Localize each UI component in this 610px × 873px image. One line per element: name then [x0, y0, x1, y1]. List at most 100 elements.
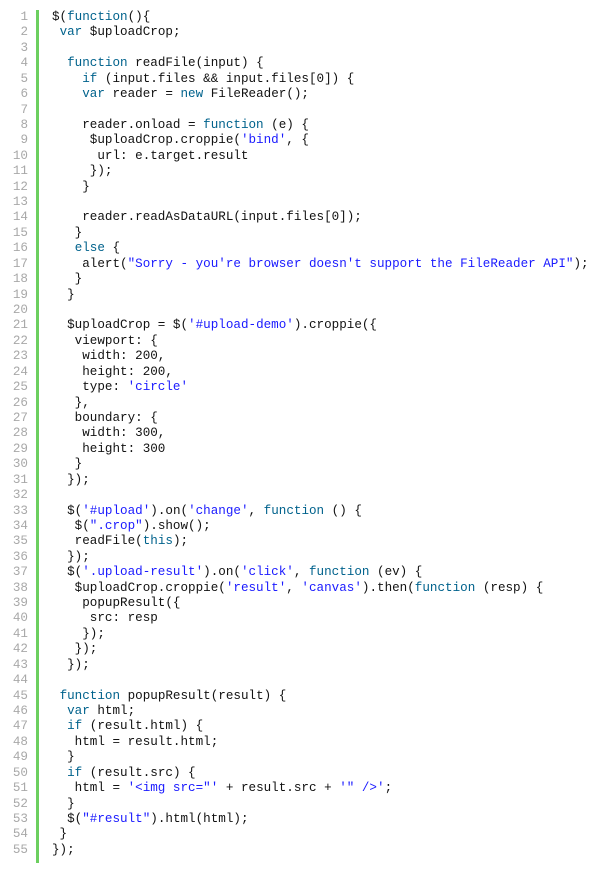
code-token: $( [52, 518, 90, 533]
line-number: 14 [12, 210, 28, 225]
code-token: html; [89, 703, 136, 718]
line-number: 39 [12, 596, 28, 611]
code-token: () { [324, 503, 362, 518]
code-token: readFile(input) { [127, 56, 264, 71]
code-token: } [52, 457, 83, 472]
line-code: boundary: { [52, 411, 158, 426]
line-code: width: 300, [52, 426, 165, 441]
code-token [52, 719, 67, 733]
code-token: } [52, 750, 75, 765]
code-line: 34 $(".crop").show(); [0, 519, 610, 534]
code-token: (resp) { [475, 580, 544, 595]
line-code: }); [52, 658, 90, 673]
line-number: 36 [12, 549, 28, 564]
code-token: popupResult(result) { [120, 688, 287, 703]
string-token: '.upload-result' [82, 565, 204, 580]
string-token: '#upload' [82, 503, 151, 518]
code-line: 33 $('#upload').on('change', function ()… [0, 504, 610, 519]
code-token: height: 300 [52, 441, 166, 456]
code-token: } [52, 287, 75, 302]
line-number: 28 [12, 426, 28, 441]
code-token: ).show(); [142, 518, 211, 533]
code-line: 43 }); [0, 658, 610, 673]
code-line: 26 }, [0, 396, 610, 411]
code-token: $uploadCrop; [82, 25, 181, 40]
line-number: 43 [12, 657, 28, 672]
line-number: 48 [12, 734, 28, 749]
keyword-token: new [180, 87, 204, 102]
line-code: var html; [52, 704, 135, 719]
code-line: 19 } [0, 288, 610, 303]
line-code: else { [52, 241, 120, 256]
line-number: 2 [20, 25, 28, 40]
line-number: 23 [12, 349, 28, 364]
line-number: 31 [12, 472, 28, 487]
string-token: 'change' [188, 503, 249, 518]
line-code: if (result.html) { [52, 719, 203, 734]
code-token: width: 200, [52, 349, 166, 364]
line-code: } [52, 180, 90, 195]
line-code: function popupResult(result) { [52, 688, 287, 704]
code-token: }); [52, 642, 98, 657]
code-line: 6 var reader = new FileReader(); [0, 87, 610, 102]
code-line: 48 html = result.html; [0, 735, 610, 750]
line-code: function readFile(input) { [52, 56, 264, 71]
code-line: 7 [0, 103, 610, 118]
code-token: , [293, 565, 309, 580]
code-line: 51 html = '<img src="' + result.src + '"… [0, 781, 610, 796]
code-token: ).on( [150, 503, 189, 518]
code-token: popupResult({ [52, 596, 181, 611]
code-token: $( [52, 503, 83, 518]
code-line: 40 src: resp [0, 611, 610, 626]
line-number: 9 [20, 133, 28, 148]
code-token: }); [52, 164, 113, 179]
line-code: }); [52, 473, 90, 488]
code-line: 22 viewport: { [0, 334, 610, 349]
code-line: 11 }); [0, 164, 610, 179]
line-number: 18 [12, 272, 28, 287]
code-token: }); [52, 842, 75, 857]
line-code: $uploadCrop = $('#upload-demo').croppie(… [52, 318, 377, 333]
line-code: alert("Sorry - you're browser doesn't su… [52, 257, 588, 272]
code-token: } [52, 225, 83, 240]
code-token [52, 87, 82, 101]
code-line: 24 height: 200, [0, 365, 610, 380]
code-token: readFile( [52, 534, 143, 549]
line-number: 11 [12, 164, 28, 179]
line-code: }, [52, 396, 90, 411]
line-number: 24 [12, 364, 28, 379]
code-token: (ev) { [369, 565, 423, 580]
code-token: }); [52, 626, 105, 641]
code-line: 18 } [0, 272, 610, 287]
line-code: height: 300 [52, 442, 165, 457]
line-code: readFile(this); [52, 534, 188, 549]
code-line: 10 url: e.target.result [0, 149, 610, 164]
line-number: 8 [20, 117, 28, 132]
code-line: 2 var $uploadCrop; [0, 25, 610, 40]
string-token: 'canvas' [301, 580, 362, 595]
line-number: 29 [12, 441, 28, 456]
line-number: 21 [12, 318, 28, 333]
code-token: (result.src) { [82, 765, 196, 780]
string-token: ".crop" [89, 518, 143, 533]
code-line: 20 [0, 303, 610, 318]
code-token: { [104, 241, 121, 256]
keyword-token: function [203, 117, 264, 132]
line-code: } [52, 225, 83, 241]
code-line: 41 }); [0, 627, 610, 642]
keyword-token: var [82, 87, 105, 102]
keyword-token: if [67, 765, 83, 780]
code-line: 23 width: 200, [0, 349, 610, 364]
line-number: 26 [12, 395, 28, 410]
code-token: reader.readAsDataURL(input.files[0]); [52, 210, 362, 225]
code-token: width: 300, [52, 426, 166, 441]
code-line: 8 reader.onload = function (e) { [0, 118, 610, 133]
code-token: url: e.target.result [52, 148, 249, 163]
line-number: 4 [20, 56, 28, 71]
code-line: 54 } [0, 827, 610, 842]
line-number: 34 [12, 518, 28, 533]
line-code: } [52, 827, 68, 842]
code-token: } [52, 272, 83, 287]
